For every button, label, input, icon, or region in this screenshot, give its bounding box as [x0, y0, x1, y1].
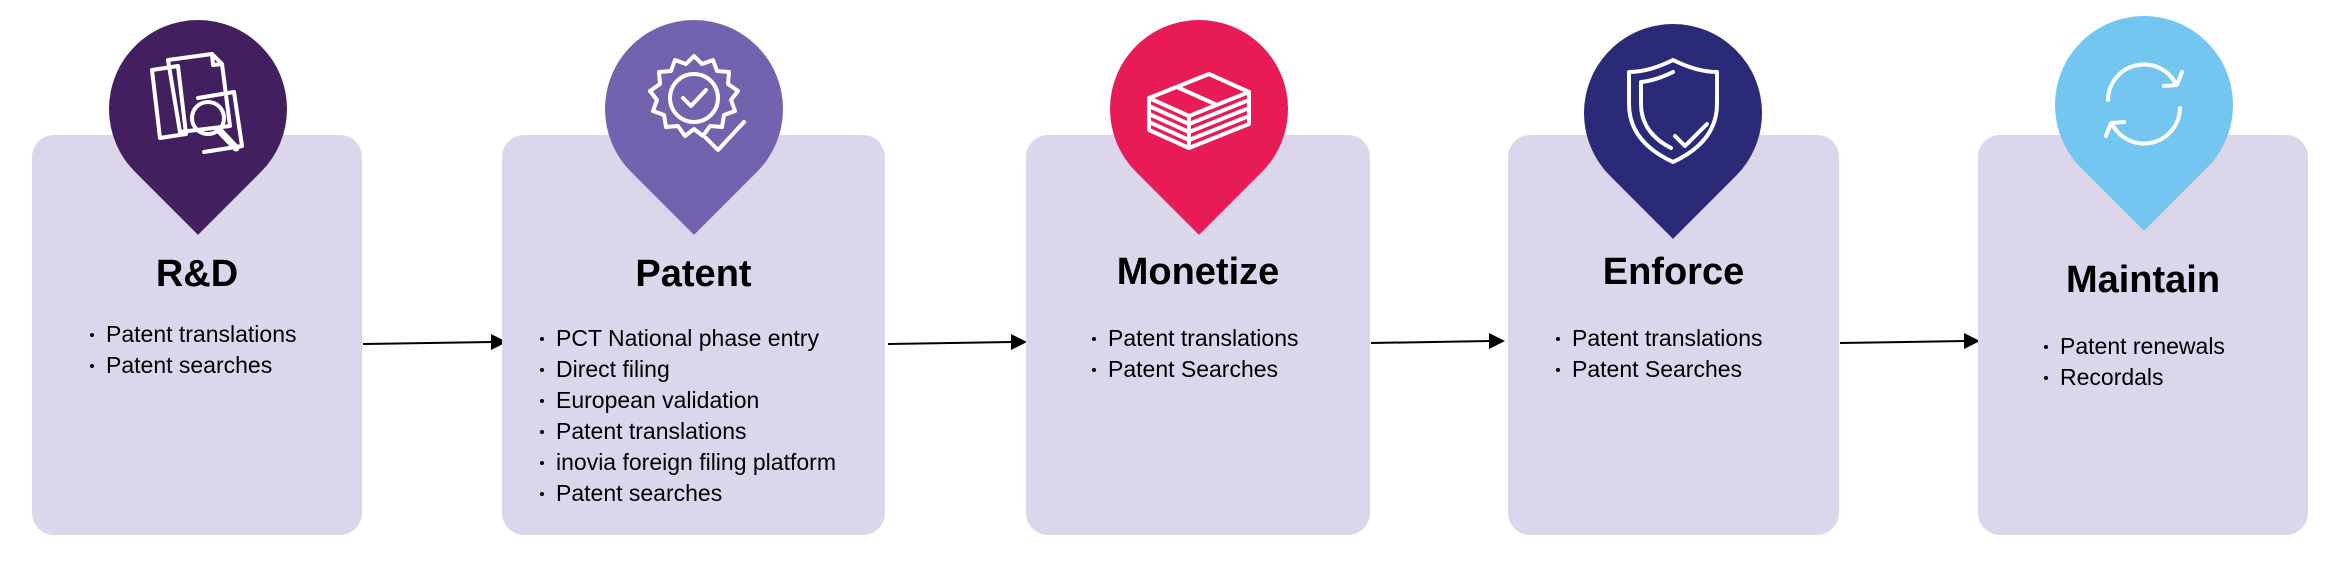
stage-title: Maintain [2065, 259, 2221, 301]
arrow-monetize-to-enforce [1370, 333, 1505, 349]
arrow-enforce-to-maintain [1839, 333, 1980, 349]
stage-title: Monetize [1116, 251, 1280, 293]
list-item: Patent translations [538, 416, 836, 447]
stage-title: R&D [155, 253, 239, 295]
stage-item-list: Patent translations Patent searches [88, 319, 297, 381]
arrow-rnd-to-patent [362, 334, 507, 350]
list-item: Patent translations [1554, 323, 1763, 354]
money-stack-icon [1139, 48, 1259, 168]
stage-item-list: Patent translations Patent Searches [1090, 323, 1299, 385]
certified-badge-icon [634, 48, 754, 168]
list-item: Patent searches [538, 478, 836, 509]
stage-title: Enforce [1602, 251, 1745, 293]
list-item: Recordals [2042, 362, 2225, 393]
list-item: PCT National phase entry [538, 323, 836, 354]
arrow-patent-to-monetize [887, 334, 1027, 350]
renew-arrows-icon [2084, 44, 2204, 164]
list-item: Patent Searches [1090, 354, 1299, 385]
stage-item-list: Patent renewals Recordals [2042, 331, 2225, 393]
list-item: Patent translations [1090, 323, 1299, 354]
stage-card-patent: Patent PCT National phase entry Direct f… [502, 135, 885, 535]
list-item: Patent Searches [1554, 354, 1763, 385]
list-item: Direct filing [538, 354, 836, 385]
stage-item-list: PCT National phase entry Direct filing E… [538, 323, 836, 509]
list-item: European validation [538, 385, 836, 416]
stage-item-list: Patent translations Patent Searches [1554, 323, 1763, 385]
list-item: Patent renewals [2042, 331, 2225, 362]
list-item: Patent translations [88, 319, 297, 350]
list-item: Patent searches [88, 350, 297, 381]
list-item: inovia foreign filing platform [538, 447, 836, 478]
stage-title: Patent [635, 253, 752, 295]
document-search-icon [138, 48, 258, 168]
shield-check-icon [1613, 52, 1733, 172]
